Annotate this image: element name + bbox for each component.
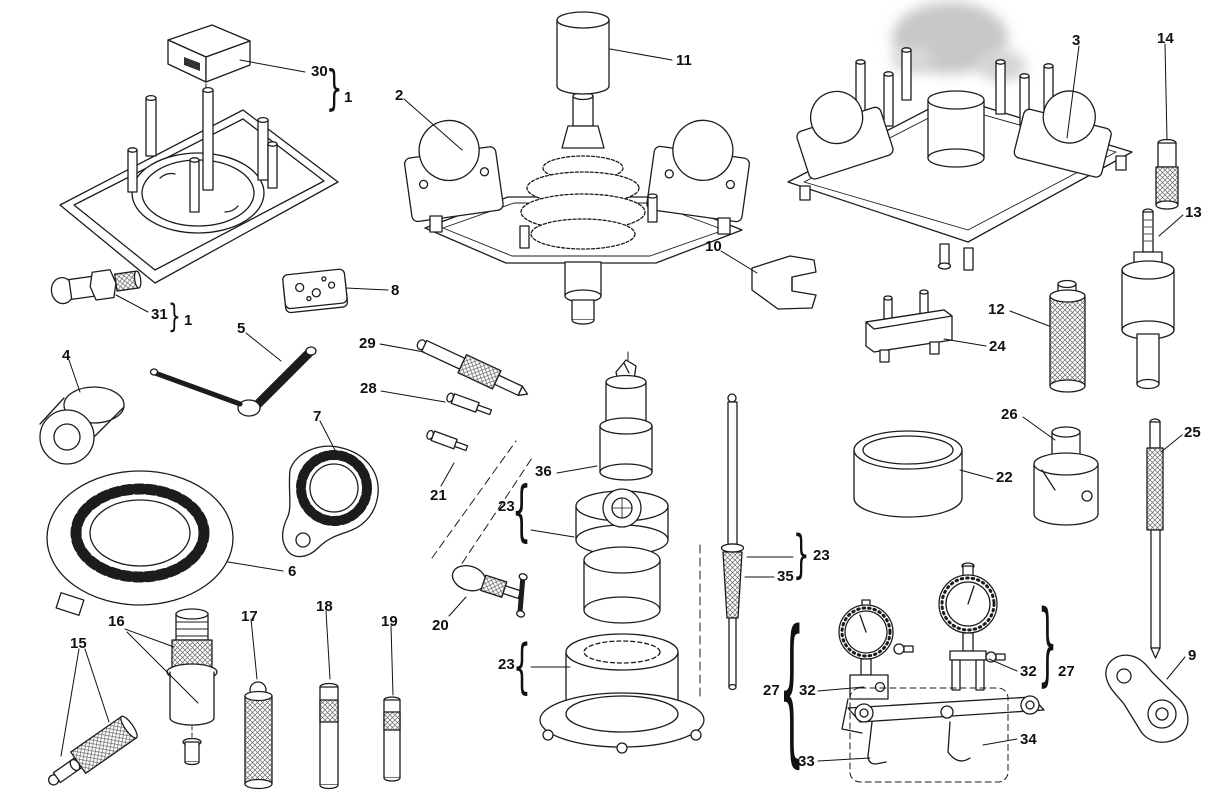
tool-23-drift-lower <box>539 633 705 754</box>
tool-27-dial-gauge-right <box>938 562 1006 691</box>
leader-lines <box>60 43 1186 762</box>
brace-group-1-top: } <box>326 62 343 117</box>
callout-17: 17 <box>241 608 258 625</box>
callout-16: 16 <box>108 613 125 630</box>
callout-3: 3 <box>1072 32 1081 49</box>
tool-3-crankcase-fixture <box>787 2 1133 271</box>
brace-group-23-top: { <box>512 473 532 551</box>
tool-36-sleeve <box>599 359 653 481</box>
callout-36: 36 <box>535 463 552 480</box>
brace-group-23-right: } <box>793 526 810 586</box>
tool-11-crank-stack <box>519 11 658 325</box>
tool-6-clutch-ring <box>46 470 234 616</box>
callout-30: 30 <box>311 63 328 80</box>
callout-26: 26 <box>1001 406 1018 423</box>
callout-34: 34 <box>1020 731 1037 748</box>
tool-19-drift <box>383 696 401 782</box>
callout-23b: 23 <box>813 547 830 564</box>
callout-32b: 32 <box>1020 663 1037 680</box>
tool-12-knurled-drift <box>1049 279 1086 393</box>
tool-27-dial-gauge-left <box>838 599 914 734</box>
tool-31-fitting <box>50 269 142 305</box>
tool-35-pin-rod <box>720 393 745 691</box>
tool-21-pin <box>426 429 469 452</box>
tool-14-handle <box>1155 138 1179 210</box>
callout-24: 24 <box>989 338 1006 355</box>
callout-6: 6 <box>288 563 297 580</box>
tool-10-fork <box>751 255 817 310</box>
callout-20: 20 <box>432 617 449 634</box>
brace-group-1-left: } <box>168 296 181 336</box>
callout-10: 10 <box>705 238 722 255</box>
tool-4-cap <box>39 386 125 465</box>
tool-9-cam-wrench <box>1105 654 1189 743</box>
tool-29-pin <box>416 339 529 396</box>
callout-1a: 1 <box>344 89 353 106</box>
brace-group-23-bottom: { <box>513 631 531 701</box>
tool-15-knurled-pin <box>47 715 138 786</box>
callout-2: 2 <box>395 87 404 104</box>
tool-17-knurled-drift <box>244 681 273 790</box>
callout-8: 8 <box>391 282 400 299</box>
tool-1-crankcase-plate <box>59 86 339 284</box>
tool-13-installer <box>1121 208 1175 390</box>
callout-25: 25 <box>1184 424 1201 441</box>
callout-27a: 27 <box>763 682 780 699</box>
callout-13: 13 <box>1185 204 1202 221</box>
tool-23-bushing-upper <box>575 488 669 556</box>
callout-22: 22 <box>996 469 1013 486</box>
tool-5-handle <box>149 346 317 417</box>
tool-34-support-bar <box>847 695 1045 723</box>
callout-35: 35 <box>777 568 794 585</box>
tool-28-pin <box>446 392 493 416</box>
callout-23c: 23 <box>498 656 515 673</box>
callout-28: 28 <box>360 380 377 397</box>
brace-group-27-right: } <box>1038 593 1058 698</box>
tool-26-adapter <box>1033 426 1099 526</box>
callout-12: 12 <box>988 301 1005 318</box>
screw-32-left <box>893 643 914 655</box>
tool-23-spacer-middle <box>583 546 661 624</box>
callout-19: 19 <box>381 613 398 630</box>
callout-23a: 23 <box>498 498 515 515</box>
tool-30-shim-box <box>167 24 251 83</box>
tool-8-plate <box>282 268 349 314</box>
tool-18-drift <box>319 682 339 790</box>
callout-33: 33 <box>798 753 815 770</box>
callout-27b: 27 <box>1058 663 1075 680</box>
callout-5: 5 <box>237 320 246 337</box>
callout-7: 7 <box>313 408 322 425</box>
callout-11: 11 <box>676 52 692 69</box>
screw-32-right <box>985 651 1006 663</box>
tool-7-timing-plate <box>281 445 379 558</box>
tool-22-ring <box>853 430 963 518</box>
callout-21: 21 <box>430 487 447 504</box>
gauge-detail-outline <box>849 687 1009 783</box>
tool-20-extractor <box>451 564 528 618</box>
callout-31: 31 <box>151 306 168 323</box>
callout-32a: 32 <box>799 682 816 699</box>
tool-33-foot <box>867 721 971 765</box>
callout-29: 29 <box>359 335 376 352</box>
tool-16-installer-set <box>166 608 218 766</box>
tool-25-rod <box>1146 418 1164 659</box>
tool-24-gauge-block <box>865 289 953 363</box>
callout-1b: 1 <box>184 312 193 329</box>
callout-4: 4 <box>62 347 71 364</box>
callout-9: 9 <box>1188 647 1197 664</box>
callout-15: 15 <box>70 635 87 652</box>
callout-18: 18 <box>316 598 333 615</box>
brace-group-27-left: { <box>779 600 805 784</box>
callout-14: 14 <box>1157 30 1174 47</box>
